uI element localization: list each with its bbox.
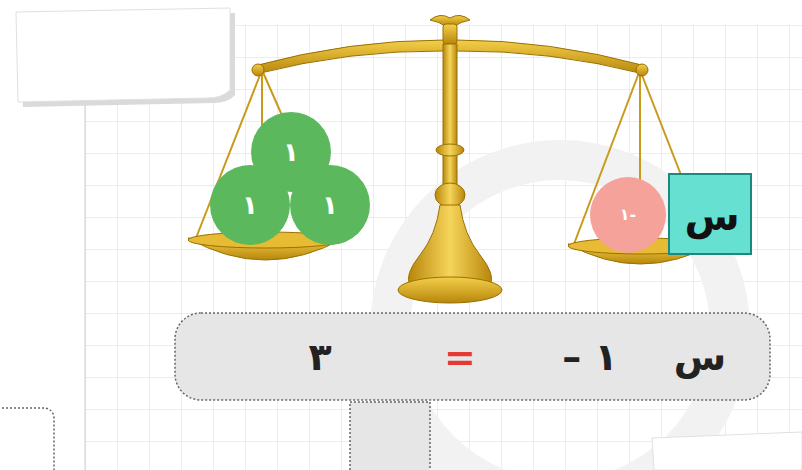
equation-term: س	[674, 338, 726, 376]
blank-box	[350, 402, 430, 470]
scale-ornament	[430, 15, 470, 44]
blank-note	[652, 432, 802, 470]
unit-circle: ١	[210, 165, 290, 245]
shape-label: ١	[283, 139, 299, 165]
blank-note	[16, 8, 235, 107]
beam-end	[636, 64, 648, 76]
unit-circle: ١	[290, 165, 370, 245]
variable-square: س	[668, 173, 752, 255]
scale-post	[398, 44, 502, 303]
equation-panel	[175, 313, 770, 400]
equation-term: =	[444, 338, 476, 376]
shape-label: س	[684, 196, 739, 236]
beam-end	[252, 64, 264, 76]
equation-box: س – ١ = ٣	[175, 313, 770, 400]
equation-term: – ١	[562, 338, 617, 376]
shape-label: ١-	[620, 207, 636, 223]
negative-circle: ١-	[590, 177, 666, 253]
shape-label: ١	[322, 192, 338, 218]
blank-box	[0, 408, 54, 470]
shape-label: ١	[242, 192, 258, 218]
equation-term: ٣	[308, 338, 331, 376]
